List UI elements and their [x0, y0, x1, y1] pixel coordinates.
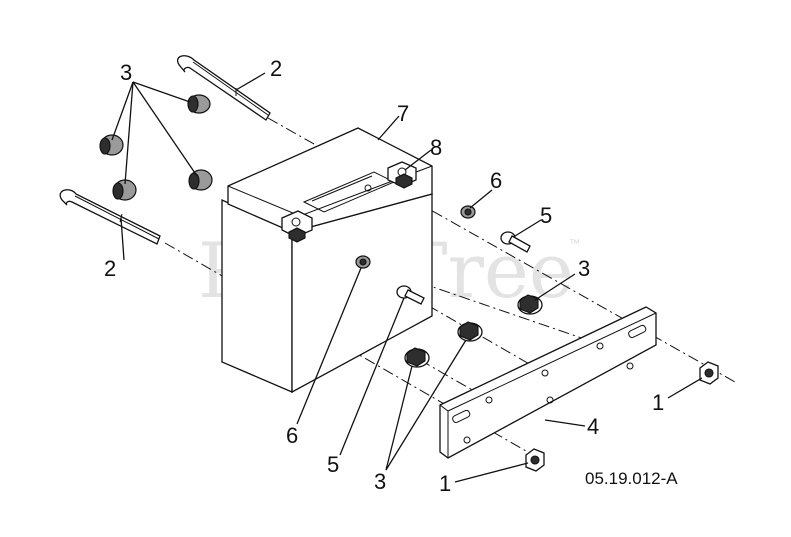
flange-nut-c	[404, 347, 430, 368]
hold-down-rod-top	[177, 55, 271, 121]
terminal-screw-left	[396, 285, 425, 305]
cap-nut-4	[188, 169, 213, 191]
callout-2-left: 2	[104, 256, 116, 281]
mounting-bracket	[439, 306, 657, 459]
callouts: 3 2 7 8 6 5 2 3 1 4 6 5 3 1	[104, 56, 664, 496]
callout-4: 4	[587, 414, 599, 439]
figure-id: 05.19.012-A	[585, 469, 678, 488]
watermark-trademark: ™	[569, 238, 580, 250]
callout-3-top: 3	[120, 60, 132, 85]
cap-nut-1	[187, 94, 211, 114]
battery	[221, 127, 433, 394]
hex-nut-bottom	[525, 448, 545, 472]
terminal-nut-right	[460, 205, 476, 219]
terminal-nut-left	[355, 255, 371, 269]
cap-nut-2	[99, 134, 124, 156]
callout-5-bottom: 5	[327, 452, 339, 477]
callout-3-bottom: 3	[374, 469, 386, 494]
callout-8: 8	[430, 135, 442, 160]
callout-7: 7	[397, 101, 409, 126]
callout-6-right: 6	[490, 168, 502, 193]
cap-nut-3	[112, 179, 137, 201]
callout-6-bottom: 6	[286, 423, 298, 448]
flange-nut-b	[457, 321, 483, 342]
leader-lines	[111, 72, 703, 483]
callout-1-right: 1	[652, 390, 664, 415]
hex-nut-right	[699, 361, 719, 385]
callout-2-top: 2	[270, 56, 282, 81]
callout-1-bottom: 1	[439, 471, 451, 496]
hold-down-rod-left	[59, 189, 161, 245]
callout-3-right: 3	[578, 256, 590, 281]
flange-nut-a	[517, 294, 543, 315]
terminal-screw-right	[500, 231, 531, 253]
callout-5-right: 5	[540, 203, 552, 228]
